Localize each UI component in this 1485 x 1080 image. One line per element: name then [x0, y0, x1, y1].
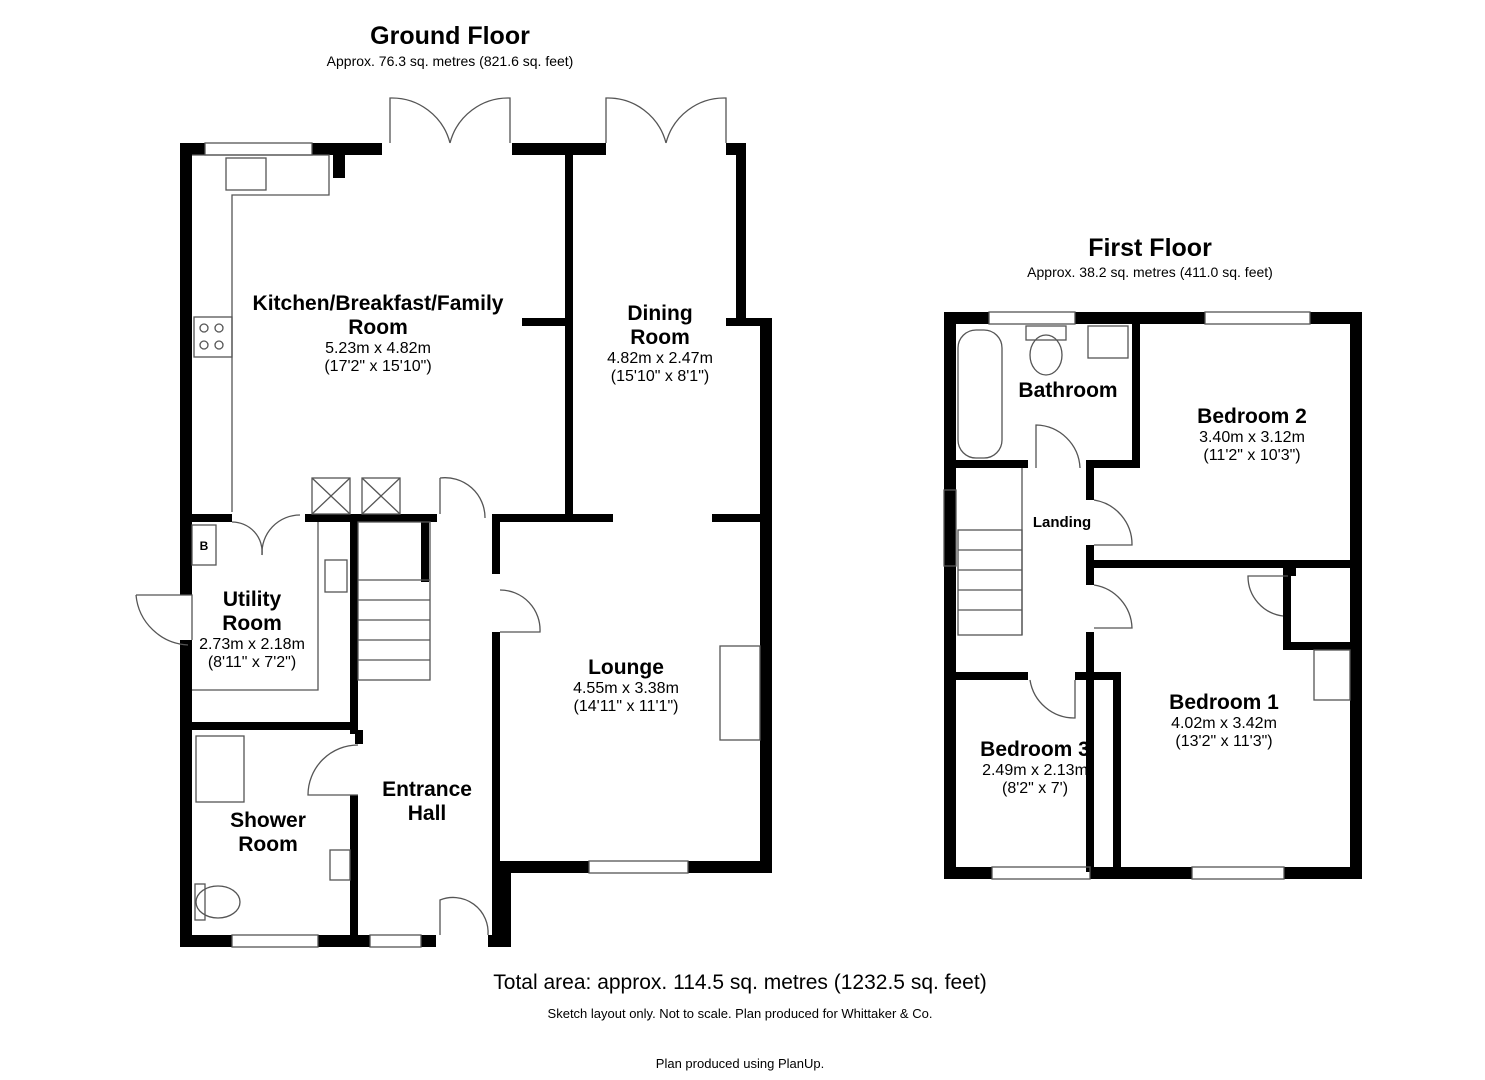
room-label-lounge: Lounge 4.55m x 3.38m (14'11" x 11'1")	[546, 656, 706, 716]
dining-dim-imperial: (15'10" x 8'1")	[610, 368, 710, 385]
utility-dim-metric: 2.73m x 2.18m	[199, 636, 305, 653]
lounge-dim-imperial: (14'11" x 11'1")	[573, 698, 679, 715]
fixtures	[135, 97, 1351, 948]
shower-name-line2: Room	[238, 833, 298, 856]
kitchen-name: Kitchen/Breakfast/Family	[252, 292, 504, 315]
room-label-utility: Utility Room 2.73m x 2.18m (8'11" x 7'2"…	[172, 588, 332, 672]
bedroom3-dim-metric: 2.49m x 2.13m	[982, 762, 1088, 779]
dining-name: Dining	[627, 302, 693, 325]
bedroom2-name: Bedroom 2	[1197, 405, 1307, 428]
first-floor-walls	[944, 312, 1362, 879]
room-label-dining: Dining Room 4.82m x 2.47m (15'10" x 8'1"…	[580, 302, 740, 386]
ground-floor-walls	[180, 143, 772, 947]
bedroom1-name: Bedroom 1	[1169, 691, 1279, 714]
dining-name-line2: Room	[630, 326, 690, 349]
kitchen-dim-metric: 5.23m x 4.82m	[325, 340, 431, 357]
total-area: Total area: approx. 114.5 sq. metres (12…	[493, 971, 987, 994]
entrance-name: Entrance	[382, 778, 472, 801]
utility-name: Utility	[222, 588, 282, 611]
room-label-bedroom-3: Bedroom 3 2.49m x 2.13m (8'2" x 7')	[960, 738, 1110, 798]
room-label-kitchen: Kitchen/Breakfast/Family Room 5.23m x 4.…	[228, 292, 528, 376]
room-label-bedroom-1: Bedroom 1 4.02m x 3.42m (13'2" x 11'3")	[1144, 691, 1304, 751]
room-label-bedroom-2: Bedroom 2 3.40m x 3.12m (11'2" x 10'3")	[1172, 405, 1332, 465]
bedroom3-name: Bedroom 3	[980, 738, 1090, 761]
credit: Plan produced using PlanUp.	[655, 1056, 825, 1071]
first-floor-area: Approx. 38.2 sq. metres (411.0 sq. feet)	[1027, 264, 1273, 280]
utility-dim-imperial: (8'11" x 7'2")	[207, 654, 297, 671]
dining-dim-metric: 4.82m x 2.47m	[607, 350, 713, 367]
lounge-dim-metric: 4.55m x 3.38m	[573, 680, 679, 697]
shower-name: Shower	[230, 809, 306, 832]
room-label-bathroom: Bathroom	[1018, 379, 1118, 402]
room-label-landing: Landing	[1032, 514, 1092, 531]
bedroom2-dim-metric: 3.40m x 3.12m	[1199, 429, 1305, 446]
boiler-label: B	[199, 539, 209, 553]
room-label-shower-room: Shower Room	[208, 809, 328, 857]
bedroom1-dim-imperial: (13'2" x 11'3")	[1175, 733, 1273, 750]
first-floor-title: First Floor	[1088, 234, 1212, 262]
bedroom3-dim-imperial: (8'2" x 7')	[1001, 780, 1069, 797]
bedroom2-dim-imperial: (11'2" x 10'3")	[1203, 447, 1301, 464]
ground-floor-title: Ground Floor	[370, 22, 530, 50]
bedroom1-dim-metric: 4.02m x 3.42m	[1171, 715, 1277, 732]
kitchen-dim-imperial: (17'2" x 15'10")	[324, 358, 432, 375]
lounge-name: Lounge	[588, 656, 664, 679]
room-label-entrance-hall: Entrance Hall	[362, 778, 492, 826]
ground-floor-area: Approx. 76.3 sq. metres (821.6 sq. feet)	[326, 53, 574, 69]
entrance-name-line2: Hall	[407, 802, 447, 825]
utility-name-line2: Room	[222, 612, 282, 635]
disclaimer: Sketch layout only. Not to scale. Plan p…	[547, 1006, 933, 1021]
kitchen-name-line2: Room	[348, 316, 408, 339]
